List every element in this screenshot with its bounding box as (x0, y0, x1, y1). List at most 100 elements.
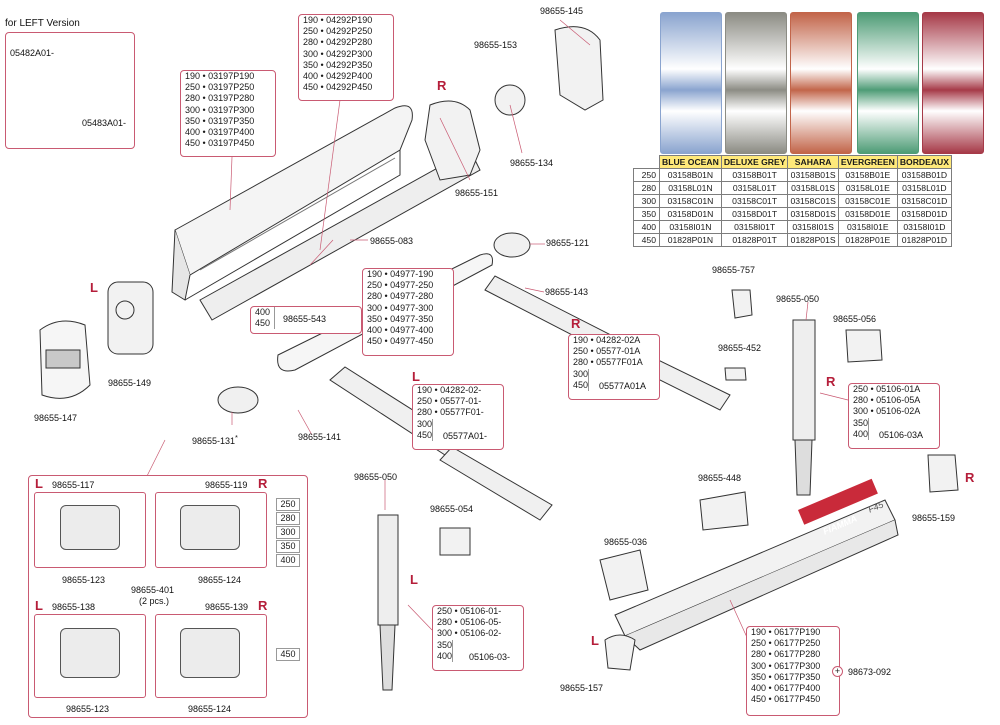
box-row: 190 • 06177P190 (751, 627, 821, 637)
fabric-swatch (660, 12, 722, 154)
left-version-box (5, 32, 135, 149)
box-row: 350 (433, 639, 453, 651)
fabric-code: 03158B01D (896, 168, 953, 182)
pieces-note: (2 pcs.) (139, 596, 170, 606)
part-label-98655-124: 98655-124 (198, 575, 242, 585)
size-tag: 250 (276, 498, 300, 511)
asterisk-note: * (235, 433, 238, 442)
part-label-98655-123: 98655-123 (62, 575, 106, 585)
fabric-code: 03158I01S (787, 220, 839, 234)
box-row: 300 • 05106-02- (437, 628, 502, 639)
kit-panel-139 (155, 614, 267, 698)
box-row: 350 • 03197P350 (185, 115, 255, 126)
box-row: 280 • 05577F01A (573, 357, 643, 368)
box-row: 250 • 05106-01- (437, 606, 502, 616)
fabric-code: 03158C01E (837, 194, 898, 208)
part-label-05106-03A: 05106-03A (879, 430, 924, 440)
fabric-code: 03158D01D (896, 207, 953, 221)
part-label-98655-139: 98655-139 (205, 602, 249, 612)
part-box-05106-right: 250 • 05106-01A 280 • 05106-05A 300 • 05… (848, 383, 940, 449)
box-row: 400 (849, 428, 869, 441)
box-row: 300 • 05106-02A (853, 406, 921, 417)
part-label-05577A01: 05577A01- (443, 431, 488, 441)
box-row: 450 • 04977-450 (367, 336, 434, 347)
fabric-color-name: BLUE OCEAN (659, 155, 722, 169)
box-row: 280 • 03197P280 (185, 93, 255, 104)
box-row: 400 • 04292P400 (303, 71, 373, 82)
side-letter-left: L (412, 369, 420, 384)
fabric-code: 03158L01T (720, 181, 789, 195)
box-row: 280 • 05577F01- (417, 407, 484, 418)
side-letter-left: L (35, 598, 43, 613)
fabric-code: 01828P01E (837, 233, 898, 247)
fabric-size: 280 (633, 181, 660, 195)
box-row: 400 (433, 650, 453, 663)
fabric-code: 01828P01D (896, 233, 953, 247)
size-tag: 400 (276, 554, 300, 567)
box-row: 300 (413, 418, 433, 430)
fabric-code: 03158D01E (837, 207, 898, 221)
part-label-98655-134: 98655-134 (510, 158, 554, 168)
box-row: 190 • 04282-02A (573, 335, 641, 345)
part-label-98655-143: 98655-143 (545, 287, 589, 297)
part-label-98655-448: 98655-448 (698, 473, 742, 483)
fabric-table: BLUE OCEAN DELUXE GREY SAHARA EVERGREEN … (633, 155, 953, 247)
box-row: 280 • 04977-280 (367, 291, 434, 302)
fabric-code: 03158C01D (896, 194, 953, 208)
part-label-05483: 05483A01- (82, 118, 127, 128)
part-number: 98655-131 (192, 436, 236, 446)
part-label-98655-138: 98655-138 (52, 602, 96, 612)
box-row: 400 • 03197P400 (185, 127, 255, 138)
size-tag: 280 (276, 512, 300, 525)
box-row: 300 • 04977-300 (367, 302, 434, 313)
box-row: 280 • 05106-05- (437, 617, 502, 628)
part-label-98655-054: 98655-054 (430, 504, 474, 514)
fabric-header-row: BLUE OCEAN DELUXE GREY SAHARA EVERGREEN … (634, 155, 953, 169)
part-label-98673-092: 98673-092 (848, 667, 892, 677)
left-version-title: for LEFT Version (5, 18, 80, 29)
kit-panel-138 (34, 614, 146, 698)
fabric-code: 01828P01N (659, 233, 722, 247)
fabric-code: 03158C01N (659, 194, 722, 208)
fabric-size: 300 (633, 194, 660, 208)
part-label-543: 98655-543 (283, 314, 327, 324)
box-row: 350 • 04977-350 (367, 313, 434, 324)
part-label-98655-124: 98655-124 (188, 704, 232, 714)
part-label-98655-149: 98655-149 (108, 378, 152, 388)
part-box-04977: 190 • 04977-190 250 • 04977-250 280 • 04… (362, 268, 454, 356)
box-row: 280 • 06177P280 (751, 649, 821, 660)
part-label-98655-056: 98655-056 (833, 314, 877, 324)
fabric-code: 03158D01N (659, 207, 722, 221)
fabric-code: 03158B01N (659, 168, 722, 182)
box-row: 250 • 05577-01- (417, 396, 482, 407)
fabric-swatch (790, 12, 852, 154)
fabric-code: 03158I01N (659, 220, 722, 234)
box-row: 190 • 03197P190 (185, 71, 255, 81)
part-label-05577A01A: 05577A01A (599, 381, 647, 391)
plus-icon: + (832, 666, 843, 677)
box-row: 450 • 03197P450 (185, 138, 255, 149)
fabric-color-name: EVERGREEN (837, 155, 898, 169)
box-row: 350 • 06177P350 (751, 671, 821, 682)
part-label-98655-050-left: 98655-050 (354, 472, 398, 482)
kit-panel-117 (34, 492, 146, 568)
part-label-98655-151: 98655-151 (455, 188, 499, 198)
fabric-code: 03158D01S (787, 207, 839, 221)
bracket-drawing (180, 505, 240, 550)
fabric-color-name: DELUXE GREY (720, 155, 789, 169)
part-label-05106-03: 05106-03- (469, 652, 511, 662)
part-label-98655-121: 98655-121 (546, 238, 590, 248)
side-letter-right: R (437, 78, 447, 93)
part-label-98655-157: 98655-157 (560, 683, 604, 693)
box-row: 300 • 06177P300 (751, 660, 821, 671)
side-letter-right: R (965, 470, 975, 485)
part-box-05106-left: 250 • 05106-01- 280 • 05106-05- 300 • 05… (432, 605, 524, 671)
box-row: 350 • 04292P350 (303, 59, 373, 70)
part-label-98655-153: 98655-153 (474, 40, 518, 50)
box-row: 450 (251, 318, 275, 330)
fabric-code: 03158C01S (787, 194, 839, 208)
side-letter-right: R (258, 476, 268, 491)
